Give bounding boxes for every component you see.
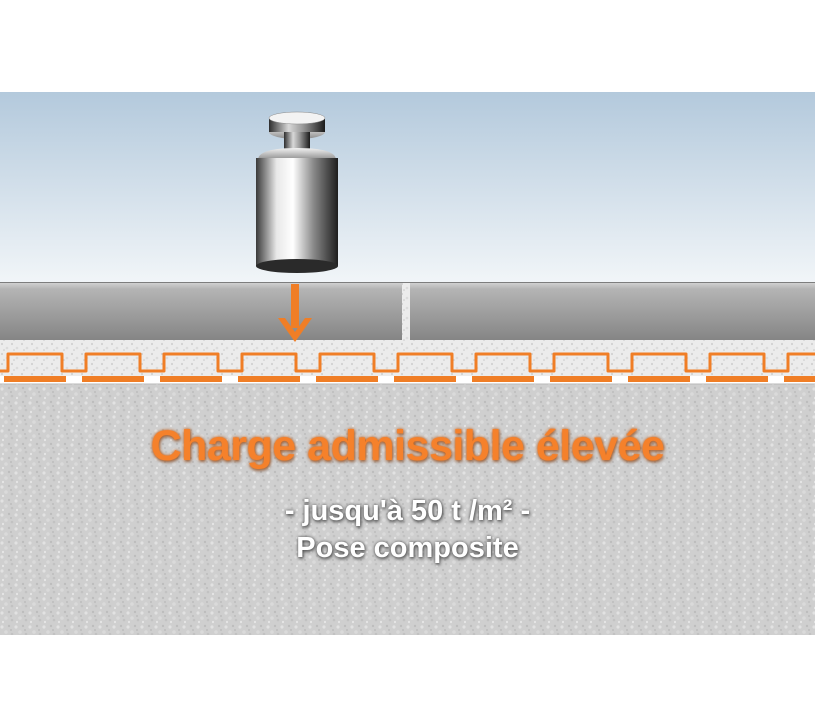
adhesive-layer bbox=[0, 340, 815, 360]
weight-icon bbox=[256, 111, 338, 273]
floor-cross-section bbox=[0, 92, 815, 635]
membrane-fleece-strip bbox=[4, 376, 66, 382]
membrane-fleece-strip bbox=[784, 376, 815, 382]
membrane-fleece-strip bbox=[628, 376, 690, 382]
membrane-fleece-strip bbox=[706, 376, 768, 382]
headline: Charge admissible élevée bbox=[150, 422, 665, 470]
tile-left bbox=[0, 282, 402, 340]
load-bearing-diagram: Charge admissible élevée - jusqu'à 50 t … bbox=[0, 92, 815, 635]
membrane-fleece-strip bbox=[394, 376, 456, 382]
tile-joint bbox=[402, 282, 410, 340]
membrane-fleece-strip bbox=[550, 376, 612, 382]
membrane-fleece-strip bbox=[160, 376, 222, 382]
floor-tiles bbox=[0, 282, 815, 340]
load-capacity-text: - jusqu'à 50 t /m² - bbox=[284, 495, 531, 527]
sky-background bbox=[0, 92, 815, 282]
membrane-fleece-strip bbox=[82, 376, 144, 382]
membrane-fleece-strip bbox=[472, 376, 534, 382]
tile-right bbox=[410, 282, 815, 340]
concrete-substrate bbox=[0, 384, 815, 635]
membrane-fleece-strip bbox=[238, 376, 300, 382]
membrane-layer bbox=[0, 352, 815, 382]
membrane-fleece-strip bbox=[316, 376, 378, 382]
installation-type-text: Pose composite bbox=[296, 532, 519, 564]
arrow-down-icon bbox=[278, 284, 312, 342]
